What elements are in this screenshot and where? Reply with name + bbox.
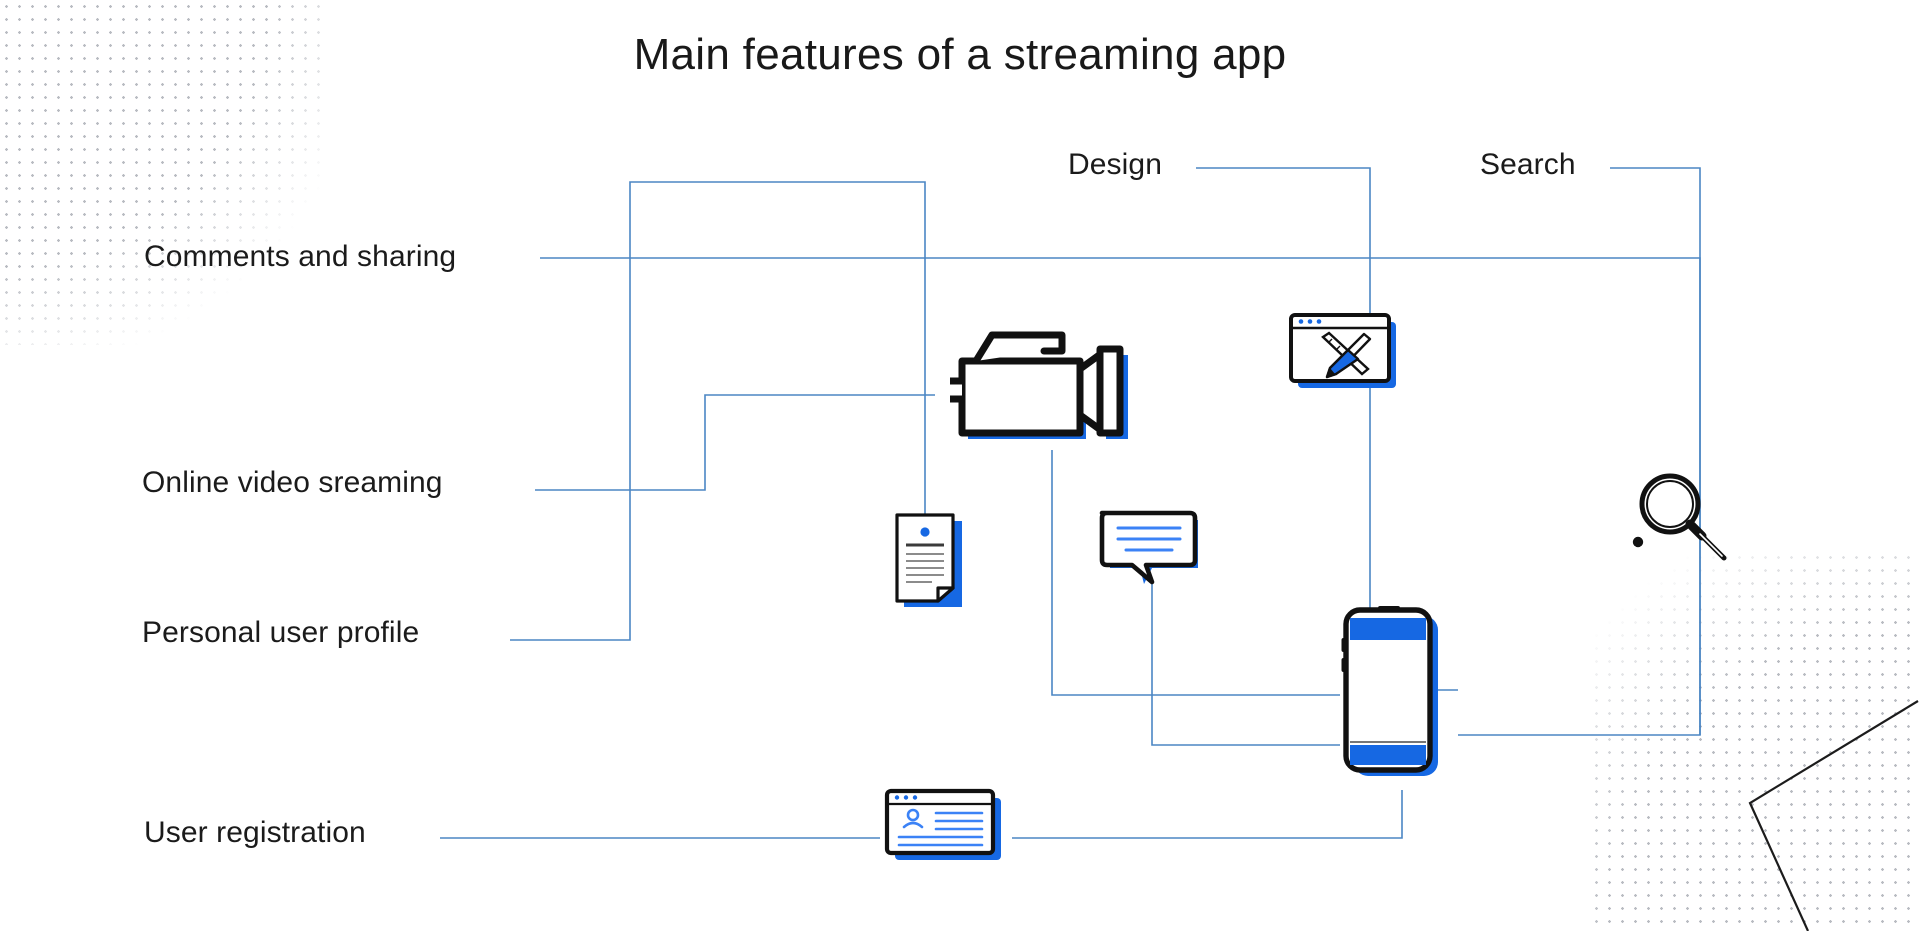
label-user-registration: User registration	[144, 816, 366, 849]
speech-bubble-icon	[1099, 510, 1198, 585]
connector-search	[1610, 167, 1701, 735]
label-design: Design	[1068, 148, 1162, 181]
video-camera-icon	[950, 331, 1128, 439]
label-comments-and-sharing: Comments and sharing	[144, 240, 457, 273]
dot-grid-bottom-right	[1590, 551, 1920, 931]
label-personal-user-profile: Personal user profile	[142, 616, 420, 649]
polygon-accent-shape	[1748, 700, 1919, 931]
connector-video	[535, 394, 935, 491]
magnifier-icon	[1632, 473, 1727, 561]
document-icon	[895, 513, 962, 607]
smartphone-icon	[1341, 606, 1438, 776]
connector-bubble-to-phone	[1151, 580, 1340, 746]
page-title: Main features of a streaming app	[633, 30, 1287, 79]
connector-form-to-phone	[1012, 790, 1403, 839]
connector-profile	[510, 181, 926, 641]
registration-form-icon	[884, 788, 1001, 860]
browser-design-icon	[1289, 313, 1396, 388]
label-online-video-sreaming: Online video sreaming	[142, 466, 443, 499]
label-search: Search	[1480, 148, 1576, 181]
